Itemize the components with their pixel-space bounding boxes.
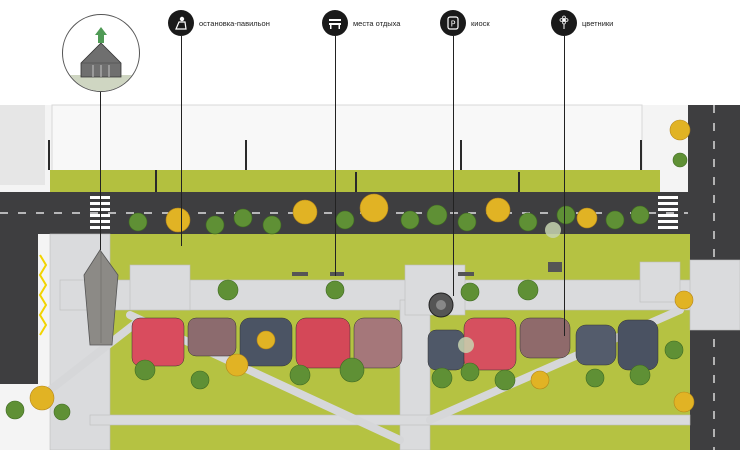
leader-line-benches [335,36,336,276]
left-road [0,234,38,384]
legend-label-benches: места отдыха [353,18,401,28]
leader-line-flowerbeds [564,36,565,336]
legend-benches: места отдыха [322,10,400,36]
flower-icon [551,10,577,36]
pavilion-elevation-thumbnail [62,14,140,92]
legend-pavilion: остановка-павильон [168,10,270,36]
trees-yellow [29,119,695,413]
trees-green [5,152,688,421]
legend-label-pavilion: остановка-павильон [199,18,270,28]
kiosk-icon: P [440,10,466,36]
svg-text:P: P [451,20,456,29]
leader-line-pavilion [181,36,182,246]
leader-line-kiosk [453,36,454,296]
legend-label-flowerbeds: цветники [582,18,614,28]
bench-icon [322,10,348,36]
bus-stop-person-icon [168,10,194,36]
legend-kiosk: P киоск [440,10,490,36]
legend-flowerbeds: цветники [551,10,613,36]
legend-label-kiosk: киоск [471,18,490,28]
flowerbeds [131,317,659,371]
leader-line-thumbnail [100,90,101,250]
building-block [0,105,45,185]
